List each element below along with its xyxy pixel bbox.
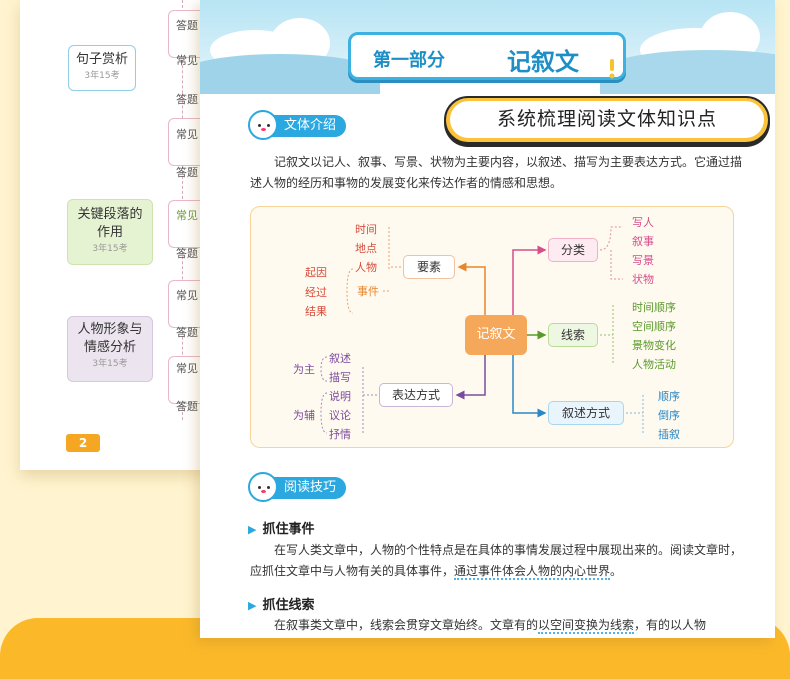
tip1-text-emphasis: 通过事件体会人物的内心世界 <box>454 564 611 580</box>
key-paragraph-title-2: 作用 <box>96 225 123 240</box>
mascot-icon <box>248 472 278 502</box>
back-side-label: 常见 <box>176 54 198 67</box>
sentence-analysis-title: 句子赏析 <box>75 52 128 67</box>
sky-header <box>200 0 775 94</box>
tip2-paragraph: 在叙事类文章中，线索会贯穿文章始终。文章有的以空间变换为线索，有的以人物 <box>250 615 742 636</box>
tip1-text-a: 在写人类文章中，人物的个性特点是在具体的事情发展过程中展现出来的。阅读文章时，应… <box>250 543 743 578</box>
expression-main-item: 叙述 <box>329 352 351 365</box>
expression-main-label: 为主 <box>293 363 315 376</box>
back-side-label: 常见 <box>176 209 198 222</box>
mindmap-connectors <box>320 226 644 435</box>
back-side-label: 常见 <box>176 362 198 375</box>
mindmap-center-node: 记叙文 <box>465 315 527 355</box>
triangle-icon: ▶ <box>248 599 257 612</box>
expression-aux-item: 说明 <box>329 390 351 403</box>
page-number: 2 <box>66 434 100 452</box>
triangle-icon: ▶ <box>248 523 257 536</box>
event-part: 起因 <box>305 266 327 279</box>
expression-aux-item: 抒情 <box>329 428 351 441</box>
back-side-label: 答题 <box>176 400 198 413</box>
tip1-paragraph: 在写人类文章中，人物的个性特点是在具体的事情发展过程中展现出来的。阅读文章时，应… <box>250 540 742 582</box>
sentence-analysis-sub: 3年15考 <box>84 71 120 81</box>
character-analysis-title-2: 情感分析 <box>83 340 136 355</box>
elements-event: 事件 <box>357 285 379 298</box>
banner-title: 记叙文 <box>507 48 579 76</box>
callout-bubble: 系统梳理阅读文体知识点 <box>444 96 770 144</box>
banner-part-label: 第一部分 <box>373 50 445 71</box>
tip2-title-text: 抓住线索 <box>262 598 315 613</box>
character-analysis-node: 人物形象与 情感分析 3年15考 <box>67 316 153 382</box>
tip1-text-c: 。 <box>610 564 623 578</box>
clue-item: 空间顺序 <box>632 320 676 333</box>
mindmap-diagram: 记叙文 要素 时间 地点 人物 事件 起因 经过 结果 分类 写人 叙事 写景 … <box>250 206 734 448</box>
mascot-icon <box>248 110 278 140</box>
character-analysis-sub: 3年15考 <box>92 359 128 369</box>
clue-item: 时间顺序 <box>632 301 676 314</box>
node-classification: 分类 <box>548 238 598 262</box>
back-side-label: 答题 <box>176 19 198 32</box>
section-title-skills: 阅读技巧 <box>264 477 347 499</box>
node-elements: 要素 <box>403 255 455 279</box>
back-side-label: 答题 <box>176 93 198 106</box>
chapter-banner: 第一部分 记叙文 <box>348 32 626 80</box>
classification-item: 叙事 <box>632 235 654 248</box>
exclamation-icon <box>609 59 615 79</box>
back-side-label: 答题 <box>176 247 198 260</box>
classification-item: 写人 <box>632 216 654 229</box>
narration-item: 插叙 <box>658 428 680 441</box>
expression-main-item: 描写 <box>329 371 351 384</box>
section-title-intro: 文体介绍 <box>264 115 347 137</box>
narration-item: 顺序 <box>658 390 680 403</box>
node-expression: 表达方式 <box>379 383 453 407</box>
key-paragraph-sub: 3年15考 <box>92 244 128 254</box>
character-analysis-title-1: 人物形象与 <box>77 322 143 337</box>
tip2-text-a: 在叙事类文章中，线索会贯穿文章始终。文章有的 <box>274 618 539 632</box>
back-page: 句子赏析 3年15考 关键段落的 作用 3年15考 人物形象与 情感分析 3年1… <box>20 0 210 470</box>
back-side-label: 答题 <box>176 326 198 339</box>
tip1-title-text: 抓住事件 <box>262 522 315 537</box>
intro-paragraph: 记叙文以记人、叙事、写景、状物为主要内容，以叙述、描写为主要表达方式。它通过描述… <box>250 155 743 190</box>
back-side-label: 常见 <box>176 289 198 302</box>
sentence-analysis-node: 句子赏析 3年15考 <box>68 45 136 91</box>
expression-aux-label: 为辅 <box>293 409 315 422</box>
callout-text: 系统梳理阅读文体知识点 <box>450 101 764 138</box>
hill-shape <box>600 50 775 94</box>
node-narration: 叙述方式 <box>548 401 624 425</box>
expression-aux-item: 议论 <box>329 409 351 422</box>
tip2-text-emphasis: 以空间变换为线索 <box>538 618 635 634</box>
back-side-label: 常见 <box>176 128 198 141</box>
event-part: 经过 <box>305 286 327 299</box>
node-clue: 线索 <box>548 323 598 347</box>
clue-item: 人物活动 <box>632 358 676 371</box>
key-paragraph-node: 关键段落的 作用 3年15考 <box>67 199 153 265</box>
tip1-title: ▶ 抓住事件 <box>248 518 314 537</box>
elements-item: 时间 <box>355 223 377 236</box>
clue-item: 景物变化 <box>632 339 676 352</box>
elements-item: 地点 <box>355 242 377 255</box>
classification-item: 状物 <box>632 273 654 286</box>
narration-item: 倒序 <box>658 409 680 422</box>
tip2-text-c: ，有的以人物 <box>634 618 707 632</box>
back-side-label: 答题 <box>176 166 198 179</box>
key-paragraph-title-1: 关键段落的 <box>77 207 143 222</box>
tip2-title: ▶ 抓住线索 <box>248 594 314 613</box>
classification-item: 写景 <box>632 254 654 267</box>
event-part: 结果 <box>305 305 327 318</box>
elements-item: 人物 <box>355 261 377 274</box>
